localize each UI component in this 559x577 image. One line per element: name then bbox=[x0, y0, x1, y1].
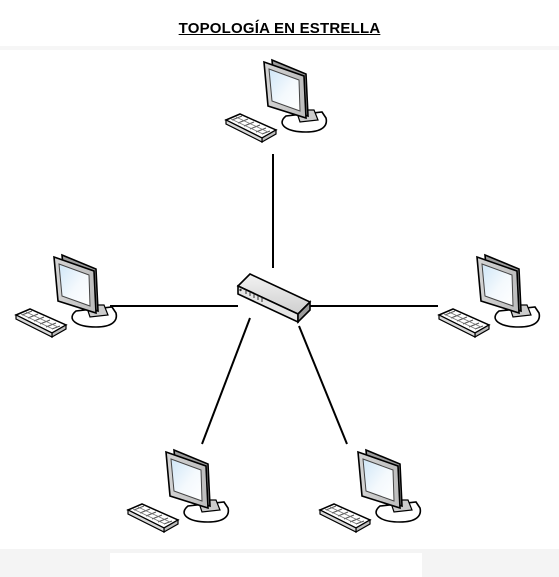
link-bottom-left bbox=[201, 317, 251, 445]
desktop-computer-icon bbox=[15, 254, 118, 338]
desktop-computer-icon bbox=[319, 449, 422, 533]
desktop-computer-icon bbox=[225, 59, 328, 143]
title-divider bbox=[0, 46, 559, 50]
bottom-panel bbox=[110, 553, 422, 577]
link-bottom-right bbox=[298, 325, 348, 445]
network-switch-icon bbox=[236, 273, 312, 324]
title-band bbox=[0, 0, 559, 50]
connection-lines bbox=[110, 154, 438, 445]
diagram-title: TOPOLOGÍA EN ESTRELLA bbox=[178, 20, 381, 37]
desktop-computer-icon bbox=[438, 254, 541, 338]
desktop-computer-icon bbox=[127, 449, 230, 533]
